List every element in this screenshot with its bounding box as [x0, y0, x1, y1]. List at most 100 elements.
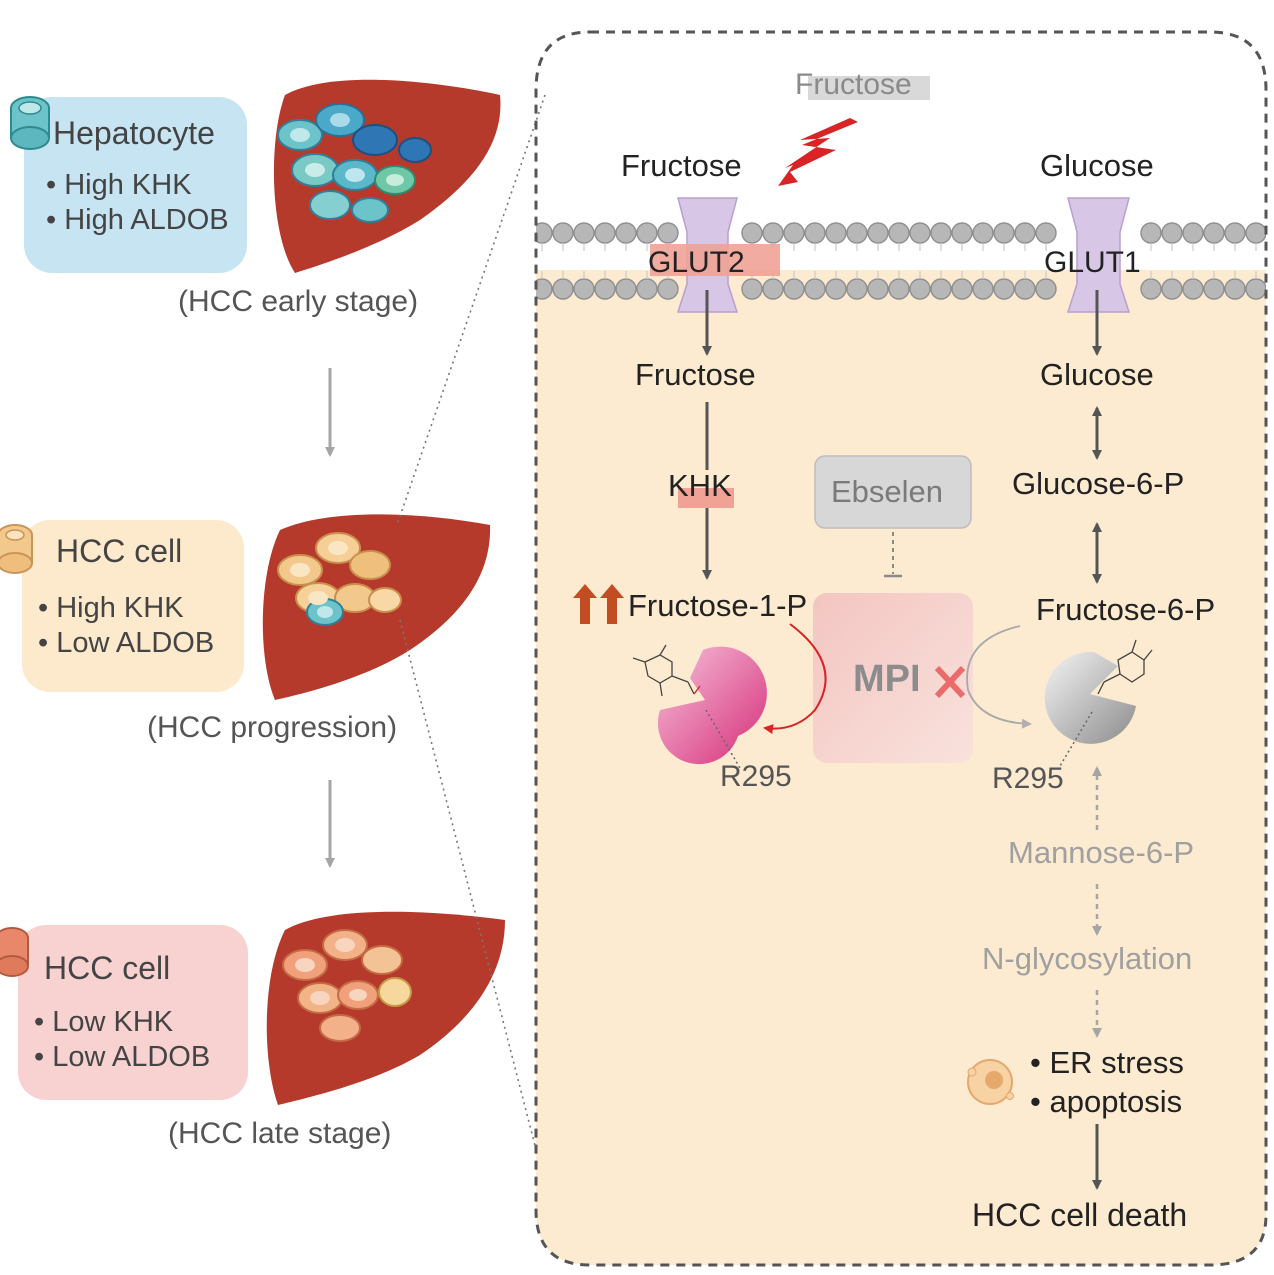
membrane-bead [846, 222, 868, 244]
membrane-bead [1161, 278, 1183, 300]
glut2-highlight [650, 244, 780, 276]
stage2-marker-2: • Low ALDOB [38, 627, 214, 659]
up-arrows-icon [573, 584, 624, 624]
hcc-cell-box-late [18, 925, 248, 1100]
membrane-bead [888, 278, 910, 300]
membrane-bead [1140, 222, 1162, 244]
mannose-6-p: Mannose-6-P [1008, 835, 1194, 870]
membrane-bead [930, 278, 952, 300]
membrane-bead [552, 222, 574, 244]
n-glycosylation: N-glycosylation [982, 941, 1192, 976]
fructose-outside: Fructose [621, 148, 742, 183]
cytoplasm [536, 270, 1266, 1265]
membrane-bead [909, 222, 931, 244]
membrane-bead [783, 222, 805, 244]
cell-zoom-panel [534, 30, 1268, 1267]
hcc-cell-icon-late [0, 927, 29, 977]
membrane-bead [825, 222, 847, 244]
membrane-bead [993, 278, 1015, 300]
glut1-label: GLUT1 [1044, 246, 1141, 279]
mpi-box [813, 593, 973, 763]
mpi-gray-pacman [1044, 651, 1136, 744]
membrane-bead [636, 278, 658, 300]
tumor-cells-late [282, 929, 412, 1042]
membrane-bead [1245, 222, 1266, 244]
outcome-apoptosis: • apoptosis [1030, 1084, 1182, 1119]
membrane-bead [1182, 222, 1204, 244]
r295-right: R295 [992, 762, 1064, 795]
membrane-bead [1140, 278, 1162, 300]
outcome-er-stress: • ER stress [1030, 1045, 1184, 1080]
membrane-bead [552, 278, 574, 300]
stage1-marker-2: • High ALDOB [46, 204, 229, 236]
stage2-marker-1: • High KHK [38, 592, 184, 624]
fructose-shadow-box [808, 76, 930, 100]
membrane-bead [930, 222, 952, 244]
membrane-bead [1224, 278, 1246, 300]
apoptotic-cell-icon [967, 1059, 1014, 1105]
membrane-bead [1224, 222, 1246, 244]
membrane-bead [846, 278, 868, 300]
membrane-bead [615, 278, 637, 300]
membrane-bead [804, 222, 826, 244]
stage1-marker-1: • High KHK [46, 169, 192, 201]
cell-membrane [536, 222, 1266, 300]
stage3-marker-2: • Low ALDOB [34, 1041, 210, 1073]
ebselen-box [814, 455, 972, 529]
glucose-inside: Glucose [1040, 357, 1154, 392]
stage-early: Hepatocyte • High KHK • High ALDOB [10, 79, 501, 318]
membrane-bead [1014, 222, 1036, 244]
membrane-bead [741, 222, 763, 244]
glut2-transporter [650, 197, 780, 313]
khk-label: KHK [668, 468, 732, 503]
fructose-6-p: Fructose-6-P [1036, 592, 1215, 627]
membrane-bead [615, 222, 637, 244]
extracellular-fructose: Fructose [795, 68, 912, 101]
membrane-bead [762, 222, 784, 244]
membrane-bead [804, 278, 826, 300]
membrane-bead [951, 278, 973, 300]
ebselen-label: Ebselen [831, 474, 943, 509]
hcc-cell-icon-progression [0, 524, 33, 574]
stage2-caption: (HCC progression) [147, 711, 397, 744]
liver-early [273, 79, 501, 273]
mpi-pink-pacman [657, 646, 767, 765]
membrane-bead [594, 278, 616, 300]
stage-progression: HCC cell • High KHK • Low ALDOB (HCC pro… [0, 514, 491, 744]
mpi-label: MPI [853, 658, 921, 700]
membrane-bead [1245, 278, 1266, 300]
membrane-bead [867, 278, 889, 300]
zoom-line-top [396, 94, 546, 526]
liver-late [266, 911, 505, 1105]
stage3-caption: (HCC late stage) [168, 1117, 391, 1150]
stage3-marker-1: • Low KHK [34, 1006, 174, 1038]
membrane-bead [888, 222, 910, 244]
membrane-bead [1203, 278, 1225, 300]
membrane-bead [972, 222, 994, 244]
membrane-bead [1035, 222, 1057, 244]
glut1-transporter [1066, 197, 1131, 313]
f6p-molecule-icon [1097, 639, 1153, 695]
stage1-caption: (HCC early stage) [178, 285, 418, 318]
khk-highlight [678, 488, 734, 508]
hepatocyte-cell-icon [10, 96, 50, 150]
tumor-cells-early [277, 103, 432, 223]
membrane-bead [636, 222, 658, 244]
membrane-bead [825, 278, 847, 300]
membrane-bead [972, 278, 994, 300]
r295-pointer-right [1059, 711, 1093, 767]
lightning-icon [778, 118, 858, 186]
glucose-6-p: Glucose-6-P [1012, 466, 1184, 501]
r295-left: R295 [720, 760, 792, 793]
liver-progression [262, 514, 491, 700]
membrane-bead [783, 278, 805, 300]
cell-boundary [534, 30, 1268, 1267]
membrane-bead [1161, 222, 1183, 244]
stage3-cell-type: HCC cell [44, 950, 170, 986]
membrane-bead [657, 278, 679, 300]
hepatocyte-box [24, 97, 247, 273]
mpi-inhibited-x-icon [934, 665, 966, 699]
f1p-molecule-icon [632, 644, 701, 697]
membrane-bead [1035, 278, 1057, 300]
